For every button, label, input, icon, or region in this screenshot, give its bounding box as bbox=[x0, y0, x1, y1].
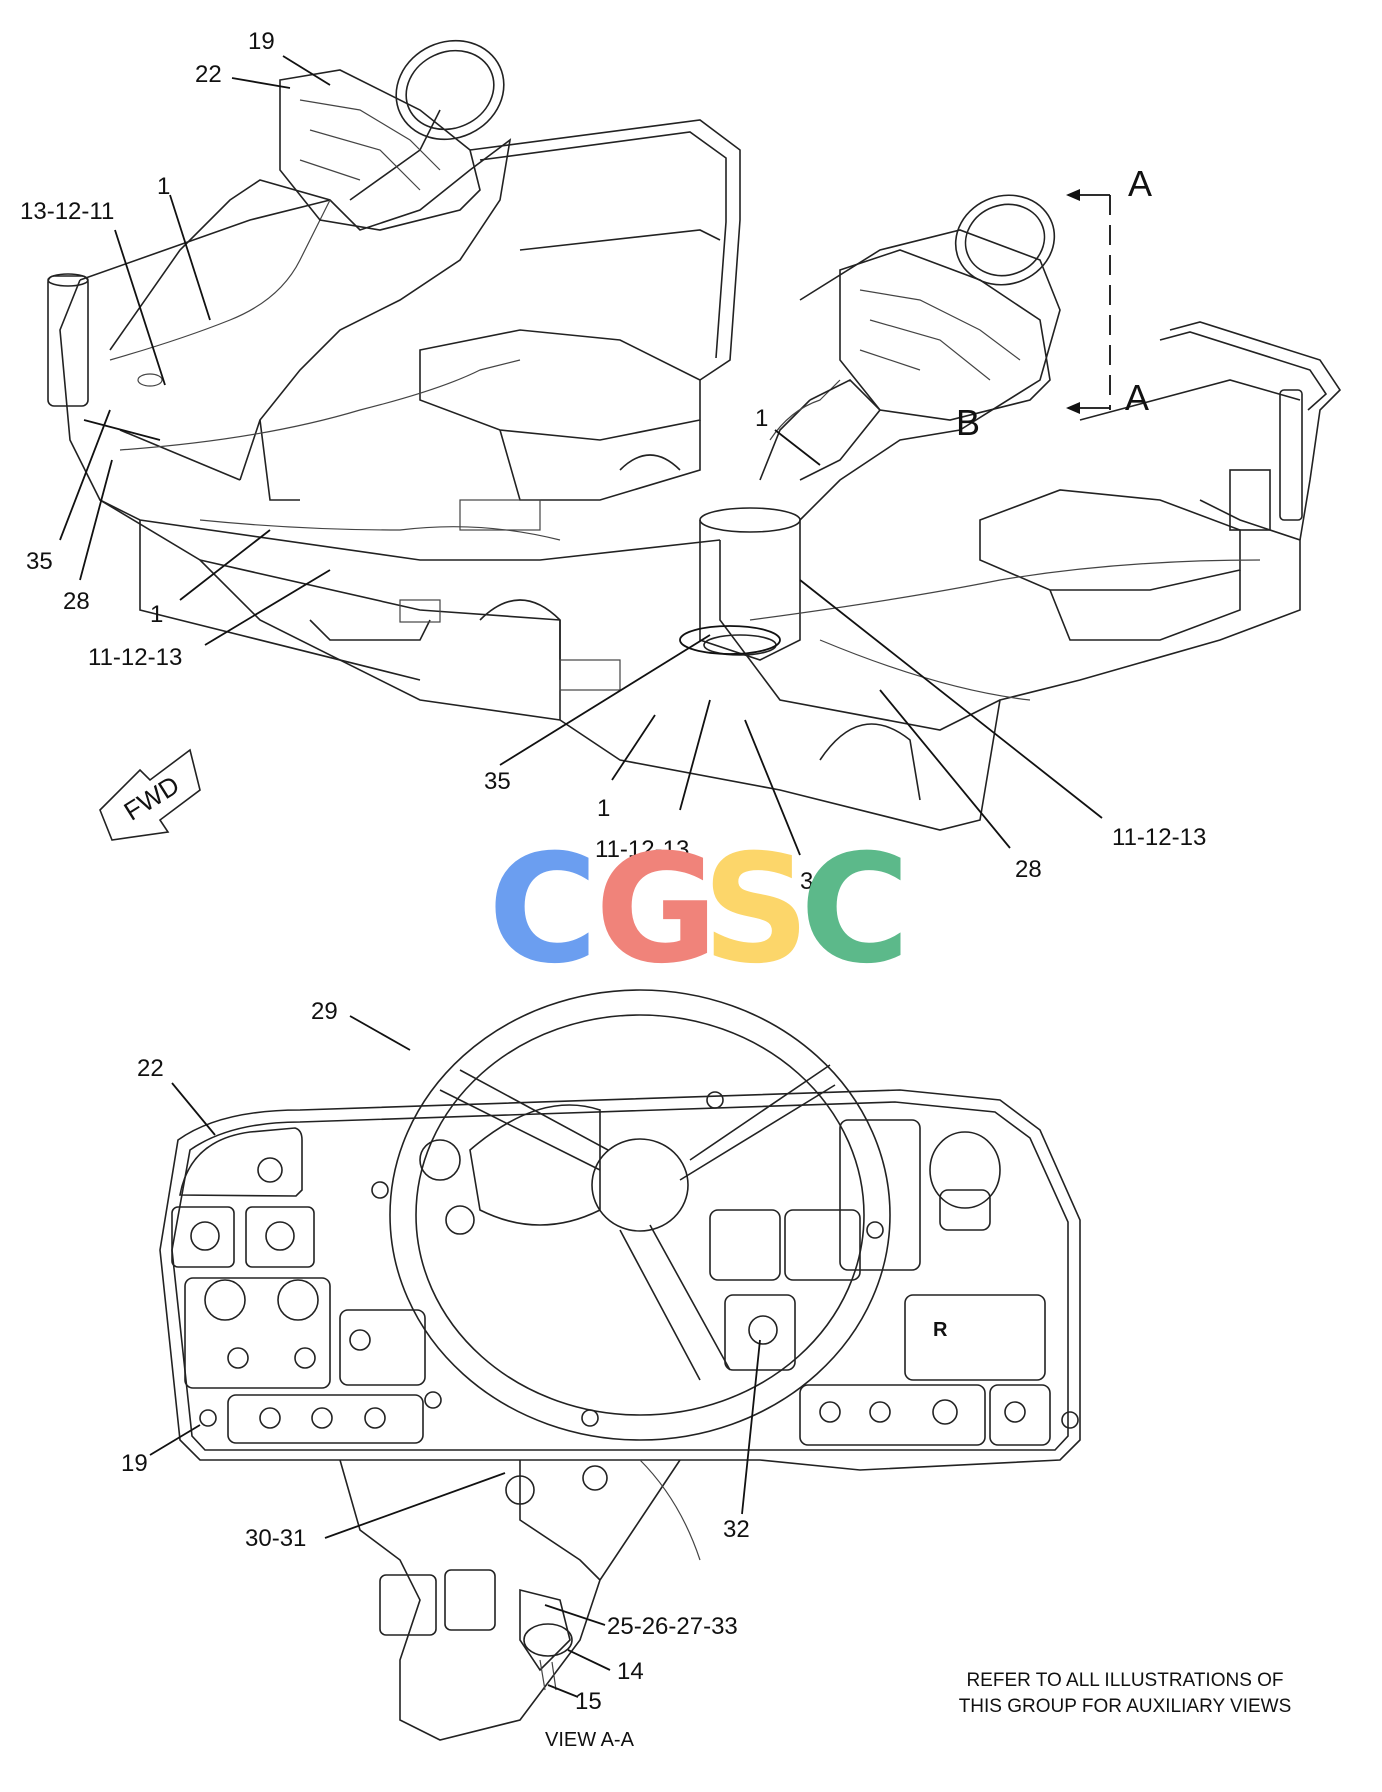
top-leader-lines bbox=[59, 55, 1103, 856]
callout-bottom-30-31: 30-31 bbox=[245, 1525, 307, 1552]
watermark-letter-s: S bbox=[702, 823, 811, 997]
auxiliary-views-note: REFER TO ALL ILLUSTRATIONS OF THIS GROUP… bbox=[905, 1668, 1345, 1720]
callout-top-35a: 35 bbox=[26, 548, 53, 575]
callout-bottom-25-26-27-33: 25-26-27-33 bbox=[607, 1613, 738, 1640]
callout-bottom-14: 14 bbox=[617, 1658, 644, 1685]
callout-top-13-12-11: 13-12-11 bbox=[20, 198, 115, 225]
callout-bottom-32: 32 bbox=[723, 1516, 750, 1543]
callout-bottom-19: 19 bbox=[121, 1450, 148, 1477]
bottom-leader-lines bbox=[149, 1015, 761, 1698]
callout-top-19: 19 bbox=[248, 28, 275, 55]
callout-top-28b: 28 bbox=[1015, 856, 1042, 883]
callout-top-28a: 28 bbox=[63, 588, 90, 615]
note-line-1: REFER TO ALL ILLUSTRATIONS OF bbox=[966, 1670, 1284, 1691]
callout-top-11-12-13a: 11-12-13 bbox=[88, 644, 183, 671]
section-a-marker bbox=[1066, 189, 1111, 414]
callout-top-1b: 1 bbox=[150, 601, 164, 628]
watermark-letter-c2: C bbox=[800, 823, 911, 997]
callout-top-11-12-13c: 11-12-13 bbox=[1112, 824, 1207, 851]
view-marker-b: B bbox=[956, 402, 981, 443]
callout-bottom-15: 15 bbox=[575, 1688, 602, 1715]
section-marker-a-bottom: A bbox=[1125, 377, 1150, 418]
callout-bottom-29: 29 bbox=[311, 998, 338, 1025]
panel-direction-r: R bbox=[933, 1319, 948, 1341]
watermark-letter-g: G bbox=[595, 823, 719, 997]
note-line-2: THIS GROUP FOR AUXILIARY VIEWS bbox=[958, 1696, 1292, 1717]
watermark-letter-c1: C bbox=[488, 823, 599, 997]
machine-frame bbox=[47, 39, 1342, 841]
callout-top-11-12-13b: 11-12-13 bbox=[595, 836, 690, 863]
section-marker-a-top: A bbox=[1128, 163, 1153, 204]
view-aa-drawing bbox=[159, 989, 1081, 1741]
callout-top-1d: 1 bbox=[597, 795, 611, 822]
callout-top-35b: 35 bbox=[484, 768, 511, 795]
view-label: VIEW A-A bbox=[545, 1729, 634, 1751]
callout-top-1c: 1 bbox=[755, 405, 769, 432]
callout-top-34: 34 bbox=[800, 868, 827, 895]
callout-bottom-22: 22 bbox=[137, 1055, 164, 1082]
callout-top-1a: 1 bbox=[157, 173, 171, 200]
callout-top-22: 22 bbox=[195, 61, 222, 88]
